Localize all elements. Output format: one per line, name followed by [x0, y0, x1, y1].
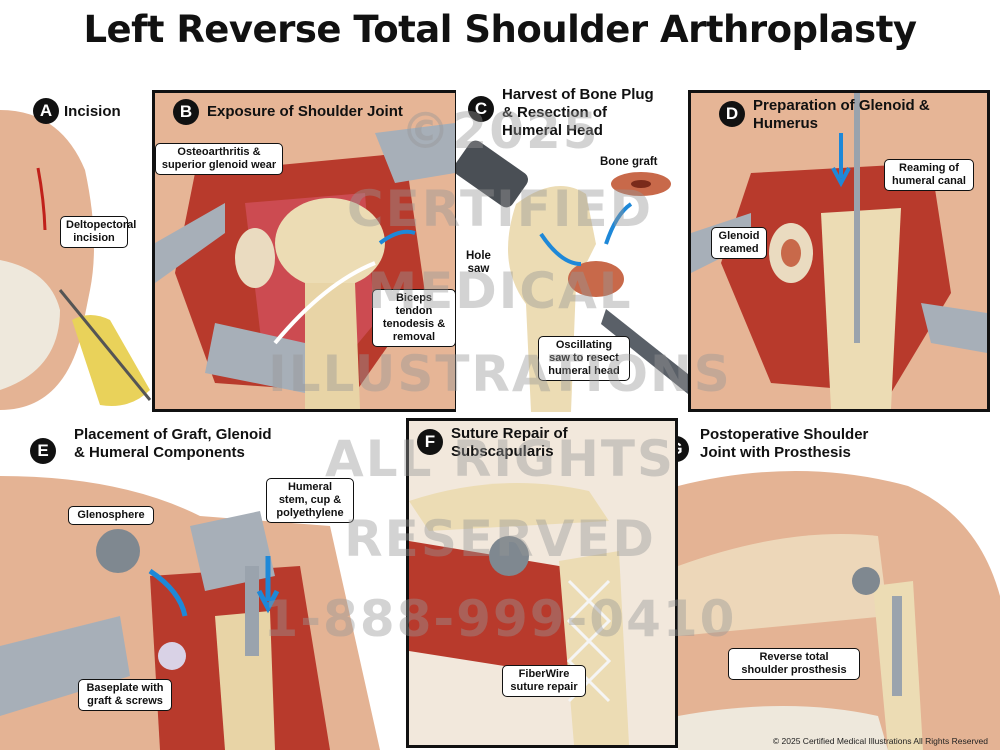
scalpel	[58, 289, 152, 401]
gloved-hand	[72, 315, 150, 406]
callout-glenosphere: Glenosphere	[68, 506, 154, 525]
panel-f-badge: F	[417, 429, 443, 455]
label-bone-graft: Bone graft	[600, 156, 658, 168]
panel-e-badge: E	[30, 438, 56, 464]
callout-reaming-humeral-canal: Reaming of humeral canal	[884, 159, 974, 191]
callout-baseplate: Baseplate with graft & screws	[78, 679, 172, 711]
reamer	[854, 93, 860, 343]
panel-d-badge: D	[719, 101, 745, 127]
baseplate	[158, 642, 186, 670]
panel-c-title: Harvest of Bone Plug & Resection of Hume…	[502, 86, 654, 139]
preparation-illustration	[691, 93, 987, 409]
panel-f-suture-repair: F Suture Repair of Subscapularis FiberWi…	[406, 418, 678, 748]
panel-e-title: Placement of Graft, Glenoid & Humeral Co…	[74, 426, 272, 461]
arrow-icon	[604, 202, 633, 245]
label-hole-saw: Hole saw	[466, 250, 491, 275]
panel-b-badge: B	[173, 99, 199, 125]
callout-humeral-stem: Humeral stem, cup & polyethylene	[266, 478, 354, 523]
panel-e-placement: E Placement of Graft, Glenoid & Humeral …	[0, 416, 410, 750]
copyright-notice: © 2025 Certified Medical Illustrations A…	[772, 736, 988, 746]
hole-saw	[456, 140, 529, 208]
panel-g-title: Postoperative Shoulder Joint with Prosth…	[700, 426, 869, 461]
arrow-icon	[539, 232, 582, 266]
callout-glenoid-reamed: Glenoid reamed	[711, 227, 767, 259]
callout-reverse-prosthesis: Reverse total shoulder prosthesis	[728, 648, 860, 680]
humeral-stem	[245, 566, 259, 656]
callout-biceps-tenodesis: Biceps tendon tenodesis & removal	[372, 289, 455, 347]
panel-b-exposure: B Exposure of Shoulder Joint Osteoarthri…	[152, 90, 458, 412]
placement-illustration	[0, 416, 410, 750]
panel-b-title: Exposure of Shoulder Joint	[207, 103, 403, 120]
panel-g-postoperative: G Postoperative Shoulder Joint with Pros…	[678, 416, 1000, 750]
arrow-icon	[831, 133, 851, 188]
panel-g-badge: G	[678, 436, 689, 462]
panel-a-title: Incision	[64, 103, 121, 120]
callout-oscillating-saw: Oscillating saw to resect humeral head	[538, 336, 630, 381]
glenosphere	[96, 529, 140, 573]
callout-osteoarthritis: Osteoarthritis & superior glenoid wear	[155, 143, 283, 175]
panel-c-badge: C	[468, 96, 494, 122]
panel-d-title: Preparation of Glenoid & Humerus	[753, 97, 930, 132]
page-title: Left Reverse Total Shoulder Arthroplasty	[83, 8, 917, 51]
arrow-icon	[256, 556, 280, 614]
incision-illustration	[0, 90, 160, 410]
panel-c-harvest: C Harvest of Bone Plug & Resection of Hu…	[456, 84, 688, 412]
postoperative-illustration	[678, 416, 1000, 750]
arrow-icon	[378, 229, 416, 245]
oscillating-saw	[601, 309, 688, 394]
incision-line	[36, 167, 47, 231]
panel-a-incision: A Incision Deltopectoral incision	[0, 90, 160, 410]
exposure-illustration	[155, 93, 455, 409]
prosthesis-stem	[892, 596, 902, 696]
panel-f-title: Suture Repair of Subscapularis	[451, 425, 568, 460]
panel-d-preparation: D Preparation of Glenoid & Humerus Reami…	[688, 90, 990, 412]
callout-deltopectoral-incision: Deltopectoral incision	[60, 216, 136, 248]
panel-a-badge: A	[33, 98, 59, 124]
arrow-icon	[148, 568, 188, 617]
callout-fiberwire: FiberWire suture repair	[502, 665, 586, 697]
